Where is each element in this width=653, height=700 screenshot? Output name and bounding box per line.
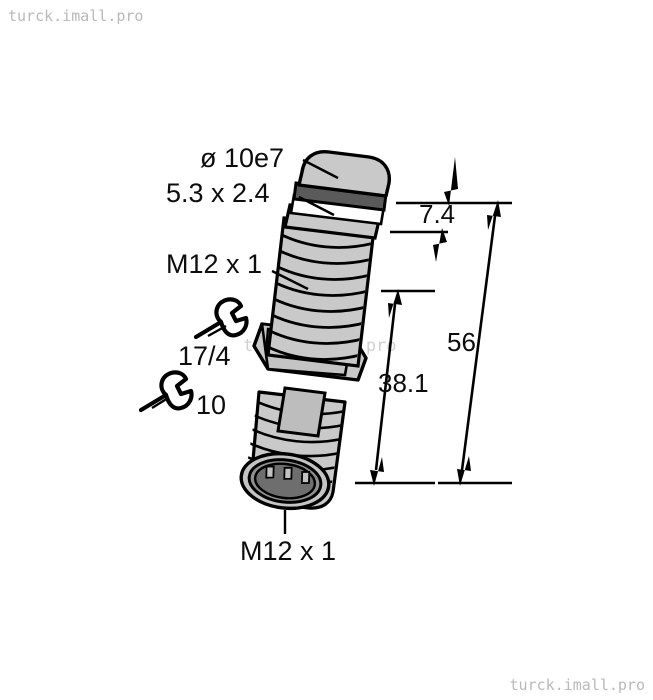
- dim-arrow-7-4-bottom: [433, 228, 447, 262]
- dimension-56: 56: [438, 200, 512, 486]
- label-wrench-small: 10: [196, 390, 226, 420]
- dim-arrow-7-4-top: [444, 157, 458, 206]
- sensor-cap: [297, 150, 391, 198]
- watermark-top-left: turck.imall.pro: [8, 7, 144, 25]
- label-diameter: ø 10e7: [200, 143, 284, 173]
- label-connector-thread: M12 x 1: [240, 536, 336, 566]
- leader-thread: [271, 269, 309, 291]
- label-wrench-hex-nut: 17/4: [178, 341, 231, 371]
- oring-band: [289, 181, 388, 226]
- sensor-body: [239, 150, 391, 511]
- dim-line-56: [460, 215, 497, 471]
- label-led-window: 5.3 x 2.4: [166, 178, 270, 208]
- connector-pins: [265, 465, 311, 484]
- leader-diameter: [302, 158, 339, 180]
- dim-label-7-4: 7.4: [419, 199, 455, 229]
- dim-label-56: 56: [447, 327, 476, 357]
- dimension-38-1: 38.1: [355, 289, 435, 486]
- wrench-icon: [138, 370, 194, 413]
- dimension-7-4: 7.4: [390, 157, 512, 262]
- leader-wrench-2: [151, 396, 169, 410]
- callout-labels: ø 10e7 5.3 x 2.4 M12 x 1 17/4 10 M12 x 1: [166, 143, 336, 566]
- threaded-barrel: [262, 216, 376, 368]
- dim-arrow-38-1-bottom: [370, 457, 384, 486]
- watermark-bottom-right: turck.imall.pro: [509, 676, 645, 694]
- dim-arrow-56-top: [487, 200, 501, 230]
- dim-label-38-1: 38.1: [378, 368, 429, 398]
- label-thread-barrel: M12 x 1: [166, 249, 262, 279]
- connector-face: [239, 451, 331, 511]
- dim-line-38-1: [374, 303, 397, 471]
- wrench-icon: [193, 297, 249, 340]
- leader-led-window: [298, 195, 335, 217]
- dim-arrow-56-bottom: [457, 456, 471, 486]
- dim-arrow-38-1-top: [388, 289, 402, 318]
